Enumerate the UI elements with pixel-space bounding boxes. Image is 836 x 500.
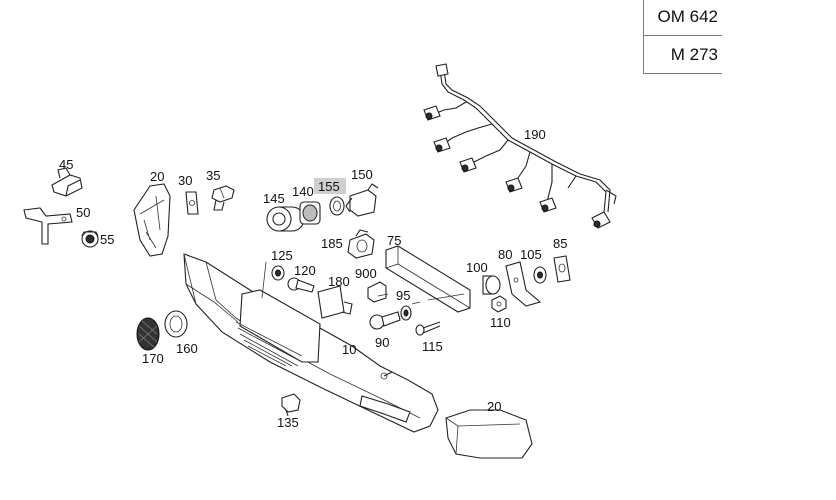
part-100-spacer [482, 275, 501, 295]
label-180: 180 [328, 274, 350, 289]
label-115: 115 [422, 339, 443, 354]
part-125-washer [271, 265, 285, 281]
part-135-plug [281, 393, 301, 417]
label-10: 10 [342, 342, 356, 357]
label-45: 45 [59, 157, 73, 172]
part-80-angle-bracket [505, 261, 542, 307]
part-35-plug [211, 185, 235, 211]
label-145: 145 [263, 191, 285, 206]
label-125: 125 [271, 248, 293, 263]
label-140: 140 [292, 184, 314, 199]
part-20-left-end-cap [133, 183, 171, 257]
label-150: 150 [351, 167, 373, 182]
part-170-round-grille [136, 317, 160, 351]
engine-code-m273: M 273 [644, 35, 722, 73]
label-120: 120 [294, 263, 316, 278]
part-150-sensor-holder [345, 183, 379, 217]
label-90: 90 [375, 335, 389, 350]
part-20-right-end-cap [445, 409, 533, 459]
label-20-left: 20 [150, 169, 164, 184]
part-110-nut [491, 295, 507, 313]
label-185: 185 [321, 236, 343, 251]
part-30-clip [185, 191, 199, 215]
part-120-screw [287, 277, 315, 293]
part-140-sensor [299, 201, 321, 225]
label-95: 95 [396, 288, 410, 303]
part-45-clip [51, 167, 83, 197]
part-180-sensor-module [317, 285, 353, 319]
label-155-highlight [314, 178, 346, 194]
label-160: 160 [176, 341, 198, 356]
part-145-sensor-cap [266, 206, 305, 232]
part-85-nut-plate [553, 255, 571, 283]
label-80: 80 [498, 247, 512, 262]
part-105-washer [533, 266, 547, 284]
label-155: 155 [318, 179, 340, 194]
label-105: 105 [520, 247, 542, 262]
part-115-screw [415, 321, 441, 336]
label-30: 30 [178, 173, 192, 188]
label-50: 50 [76, 205, 90, 220]
label-100: 100 [466, 260, 488, 275]
label-20-right: 20 [487, 399, 501, 414]
part-185-bracket [347, 229, 375, 259]
label-190: 190 [524, 127, 546, 142]
engine-code-om642: OM 642 [657, 7, 718, 26]
engine-code-table: OM 642 M 273 [643, 0, 722, 74]
part-900-clip [367, 281, 387, 303]
label-900: 900 [355, 266, 377, 281]
part-160-trim-ring [164, 310, 188, 338]
label-35: 35 [206, 168, 220, 183]
label-110: 110 [490, 315, 511, 330]
label-75: 75 [387, 233, 401, 248]
part-95-washer [400, 305, 412, 321]
part-90-bolt [369, 311, 401, 330]
part-50-bracket [23, 207, 73, 245]
label-135: 135 [277, 415, 299, 430]
label-170: 170 [142, 351, 164, 366]
part-190-wiring-harness [423, 63, 617, 229]
part-55-grommet [81, 230, 99, 248]
part-75-mounting-bar [385, 245, 471, 313]
label-85: 85 [553, 236, 567, 251]
part-155-ring [329, 196, 345, 216]
label-55: 55 [100, 232, 114, 247]
part-10-bumper-cover [183, 253, 439, 433]
